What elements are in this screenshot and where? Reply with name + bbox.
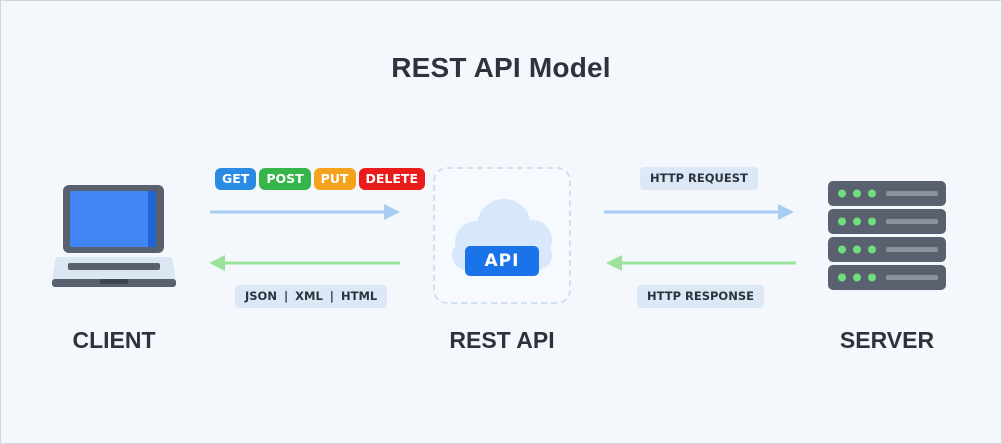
server-label: SERVER — [839, 327, 935, 353]
method-post: POST — [259, 168, 311, 190]
laptop-icon — [52, 185, 176, 287]
api-badge-label: API — [484, 251, 520, 271]
client-label: CLIENT — [72, 327, 156, 353]
client-to-api-arrow — [210, 204, 400, 220]
formats-tag: JSON | XML | HTML — [235, 285, 388, 308]
server-icon — [828, 181, 946, 290]
api-to-server-arrow — [604, 204, 794, 220]
method-delete: DELETE — [358, 168, 425, 190]
api-to-client-arrow — [209, 255, 400, 271]
method-put: PUT — [313, 168, 356, 190]
method-get: GET — [215, 168, 257, 190]
server-to-api-arrow — [606, 255, 796, 271]
rest-api-label: REST API — [449, 327, 555, 353]
api-badge: API — [465, 246, 539, 276]
http-methods: GET POST PUT DELETE — [215, 168, 425, 190]
diagram-title: REST API Model — [391, 52, 611, 83]
http-request-tag: HTTP REQUEST — [640, 167, 758, 190]
http-response-tag: HTTP RESPONSE — [637, 285, 764, 308]
